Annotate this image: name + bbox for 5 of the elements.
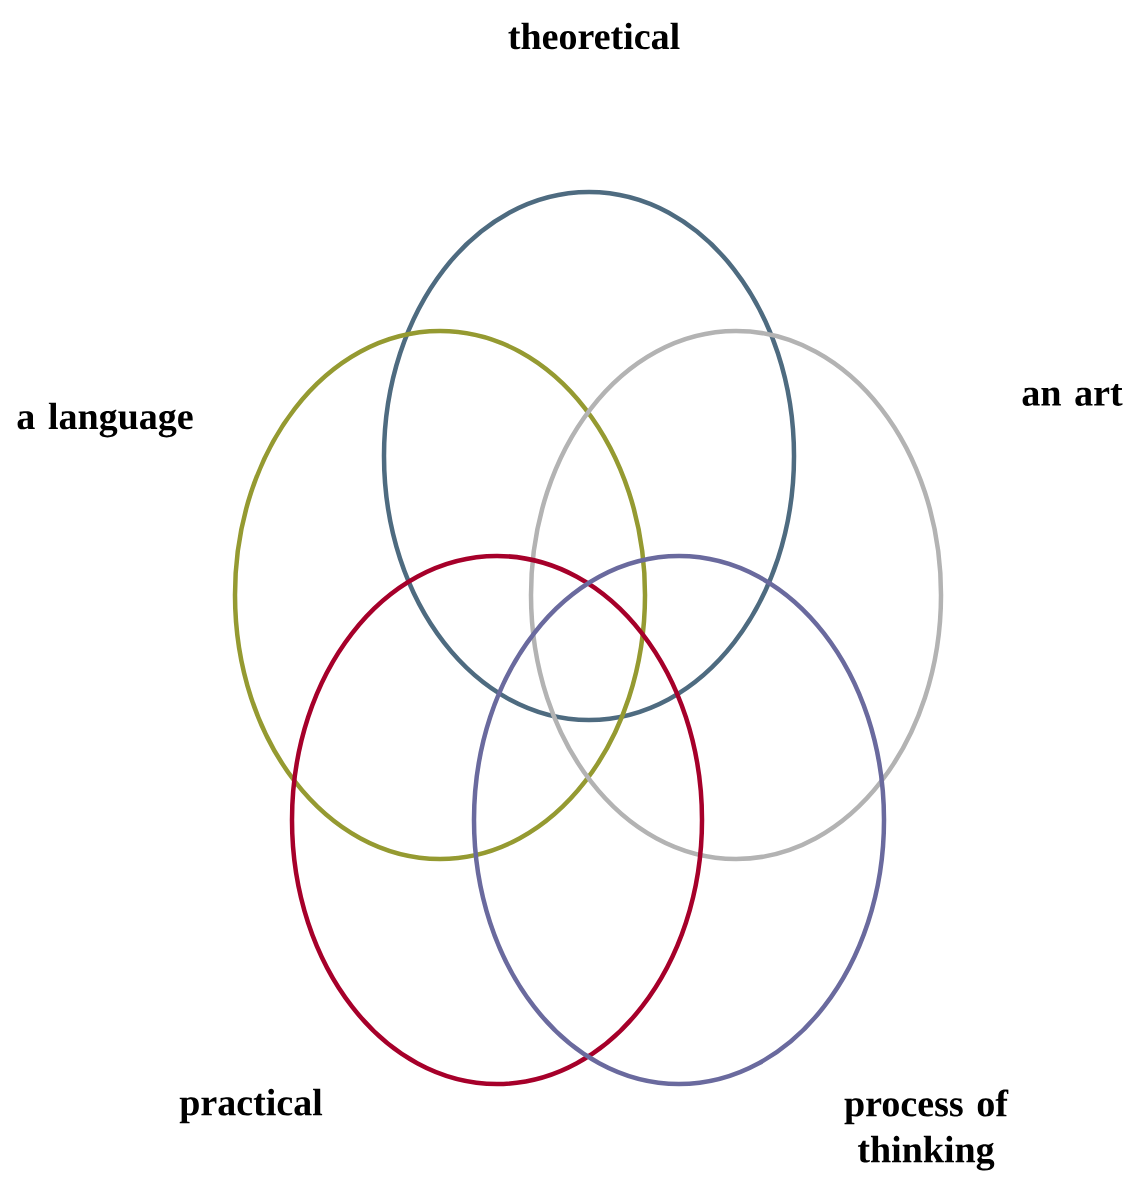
ellipse-label: process of thinking	[844, 1089, 1009, 1171]
ellipse-label: a language	[17, 402, 193, 438]
ellipse-label: theoretical	[508, 22, 680, 50]
ellipse-label: practical	[179, 1088, 323, 1124]
ellipse-label: an art	[1022, 384, 1123, 406]
